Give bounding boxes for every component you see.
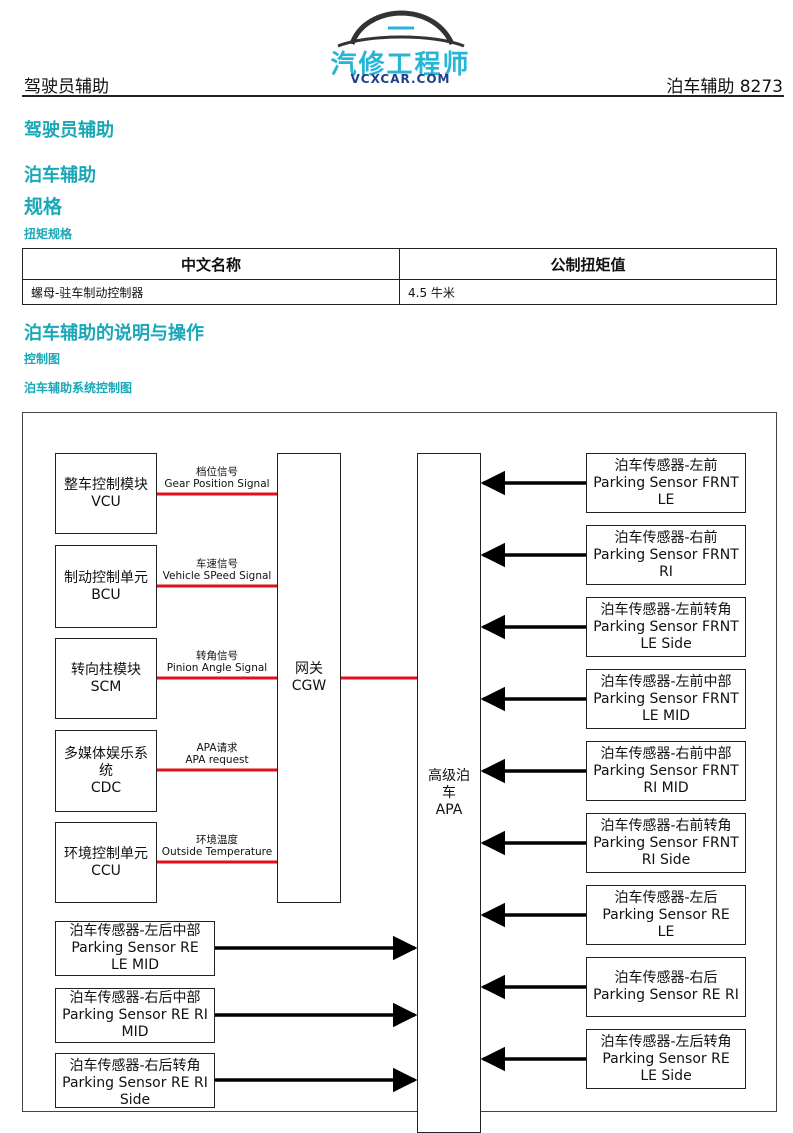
gateway-code: CGW: [291, 678, 327, 694]
table-header-value: 公制扭矩值: [399, 248, 777, 280]
module-vcu-name: 整车控制模块: [64, 476, 148, 493]
signal-label-angle: 转角信号 Pinion Angle Signal: [166, 650, 268, 674]
module-scm: 转向柱模块 SCM: [55, 638, 157, 719]
car-silhouette-icon: [337, 10, 465, 48]
module-scm-name: 转向柱模块: [71, 661, 141, 678]
gateway-name: 网关: [295, 661, 323, 677]
table-header-name: 中文名称: [22, 248, 400, 280]
module-vcu-code: VCU: [91, 493, 121, 510]
signal-label-apa-request: APA请求 APA request: [185, 742, 249, 766]
section-heading: 驾驶员辅助: [24, 120, 114, 141]
table-cell-value: 4.5 牛米: [399, 279, 777, 305]
table-header-row: 中文名称 公制扭矩值: [22, 248, 777, 280]
table-row: 螺母-驻车制动控制器 4.5 牛米: [22, 279, 777, 305]
module-ccu: 环境控制单元 CCU: [55, 822, 157, 903]
torque-table: 中文名称 公制扭矩值 螺母-驻车制动控制器 4.5 牛米: [22, 248, 777, 305]
gateway-cgw: 网关 CGW: [277, 453, 341, 903]
signal-label-gear: 档位信号 Gear Position Signal: [164, 466, 270, 490]
can-lines: [157, 492, 417, 864]
chapter-heading: 泊车辅助: [24, 165, 96, 186]
sensor-frnt-le-mid: 泊车传感器-左前中部 Parking Sensor FRNT LE MID: [586, 669, 746, 729]
system-diagram-heading: 泊车辅助系统控制图: [24, 381, 133, 395]
module-ccu-code: CCU: [91, 862, 121, 879]
apa-name: 高级泊车: [428, 767, 470, 801]
apa-code: APA: [435, 801, 463, 818]
header-section-title: 驾驶员辅助: [24, 77, 109, 97]
module-cdc-name: 多媒体娱乐系统: [64, 745, 148, 779]
torque-spec-heading: 扭矩规格: [24, 227, 73, 241]
sensor-re-ri-side: 泊车传感器-右后转角 Parking Sensor RE RI Side: [55, 1053, 215, 1108]
module-bcu: 制动控制单元 BCU: [55, 545, 157, 628]
sensor-frnt-le-side: 泊车传感器-左前转角 Parking Sensor FRNT LE Side: [586, 597, 746, 657]
description-heading: 泊车辅助的说明与操作: [24, 323, 204, 344]
module-cdc: 多媒体娱乐系统 CDC: [55, 730, 157, 812]
signal-label-speed: 车速信号 Vehicle SPeed Signal: [162, 558, 272, 582]
apa-module: 高级泊车 APA: [417, 453, 481, 1133]
header-divider: [22, 95, 784, 97]
logo-text: 汽修工程师: [330, 50, 471, 80]
control-diagram-heading: 控制图: [24, 352, 61, 366]
sensor-re-le: 泊车传感器-左后 Parking Sensor RE LE: [586, 885, 746, 945]
spec-heading: 规格: [24, 196, 63, 218]
right-sensor-arrows: [480, 470, 586, 1072]
module-ccu-name: 环境控制单元: [64, 845, 148, 862]
logo-url: VCXCAR.COM: [350, 72, 451, 86]
table-cell-name: 螺母-驻车制动控制器: [22, 279, 400, 305]
module-scm-code: SCM: [90, 678, 122, 695]
sensor-frnt-ri: 泊车传感器-右前 Parking Sensor FRNT RI: [586, 525, 746, 585]
sensor-frnt-ri-side: 泊车传感器-右前转角 Parking Sensor FRNT RI Side: [586, 813, 746, 873]
sensor-frnt-le: 泊车传感器-左前 Parking Sensor FRNT LE: [586, 453, 746, 513]
parking-assist-control-diagram: 整车控制模块 VCU 制动控制单元 BCU 转向柱模块 SCM 多媒体娱乐系统 …: [22, 412, 777, 1133]
signal-label-temperature: 环境温度 Outside Temperature: [161, 834, 273, 858]
header-page-title: 泊车辅助 8273: [666, 77, 783, 97]
sensor-re-le-side: 泊车传感器-左后转角 Parking Sensor RE LE Side: [586, 1029, 746, 1089]
left-sensor-arrows: [215, 935, 418, 1093]
module-bcu-code: BCU: [91, 586, 121, 603]
module-bcu-name: 制动控制单元: [64, 569, 148, 586]
sensor-re-le-mid: 泊车传感器-左后中部 Parking Sensor RE LE MID: [55, 921, 215, 976]
module-vcu: 整车控制模块 VCU: [55, 453, 157, 534]
sensor-frnt-ri-mid: 泊车传感器-右前中部 Parking Sensor FRNT RI MID: [586, 741, 746, 801]
sensor-re-ri-mid: 泊车传感器-右后中部 Parking Sensor RE RI MID: [55, 988, 215, 1043]
module-cdc-code: CDC: [90, 779, 122, 796]
sensor-re-ri: 泊车传感器-右后 Parking Sensor RE RI: [586, 957, 746, 1017]
vcxcar-logo: 汽修工程师 VCXCAR.COM: [318, 4, 483, 90]
